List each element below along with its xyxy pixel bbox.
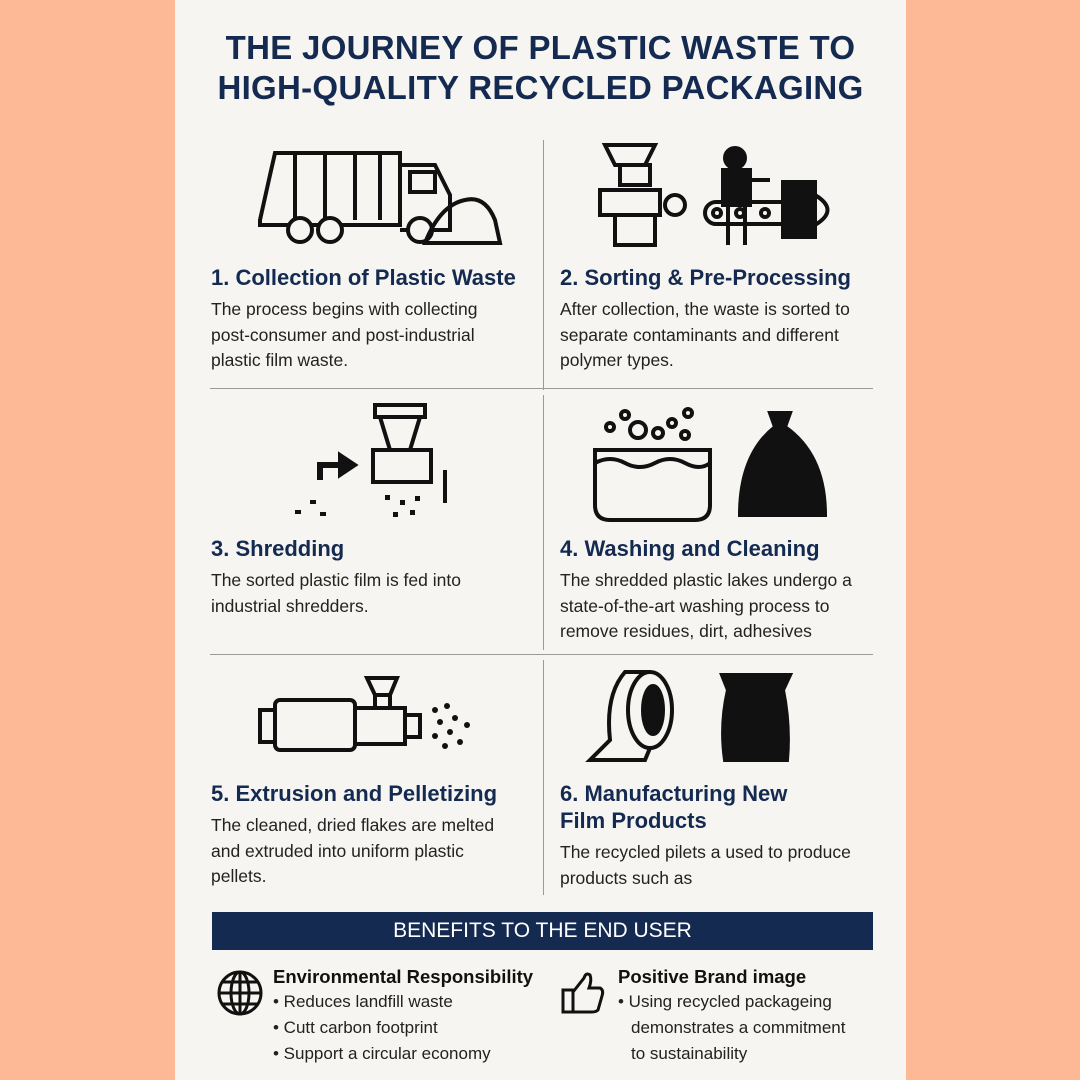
step-heading: 2. Sorting & Pre-Processing: [560, 265, 851, 290]
benefit-heading: Positive Brand image: [618, 966, 807, 987]
benefit-item: • Using recycled packageing: [618, 992, 832, 1011]
step-heading: 6. Manufacturing New Film Products: [560, 781, 788, 833]
step-text: The recycled pilets a used to produce pr…: [560, 842, 851, 888]
benefits-banner: BENEFITS TO THE END USER: [212, 912, 873, 950]
step-heading: 1. Collection of Plastic Waste: [211, 265, 516, 290]
step-heading: 3. Shredding: [211, 536, 345, 561]
title-line-2: HIGH-QUALITY RECYCLED PACKAGING: [217, 69, 864, 106]
benefit-item: demonstrates a commitment: [631, 1018, 846, 1037]
step-text: The process begins with collecting post-…: [211, 299, 478, 370]
benefit-environmental: Environmental Responsibility • Reduces l…: [273, 965, 533, 1067]
title-line-1: THE JOURNEY OF PLASTIC WASTE TO: [225, 29, 856, 66]
benefit-item: • Cutt carbon footprint: [273, 1018, 438, 1037]
washing-tank-icon: [593, 407, 828, 522]
divider: [543, 660, 544, 895]
benefit-heading: Environmental Responsibility: [273, 966, 534, 987]
benefit-brand: Positive Brand image • Using recycled pa…: [618, 965, 845, 1067]
benefit-item: • Support a circular economy: [273, 1044, 491, 1063]
step-heading: 4. Washing and Cleaning: [560, 536, 820, 561]
divider: [210, 654, 873, 655]
step-text: After collection, the waste is sorted to…: [560, 299, 850, 370]
shredder-icon: [295, 403, 447, 517]
page-title: THE JOURNEY OF PLASTIC WASTE TO HIGH-QUA…: [175, 28, 906, 108]
step-text: The cleaned, dried flakes are melted and…: [211, 815, 495, 886]
divider: [210, 388, 873, 389]
extruder-icon: [258, 676, 470, 752]
infographic-panel: THE JOURNEY OF PLASTIC WASTE TO HIGH-QUA…: [175, 0, 906, 1080]
film-roll-icon: [585, 670, 794, 762]
step-heading: 5. Extrusion and Pelletizing: [211, 781, 498, 806]
globe-icon: [217, 970, 263, 1016]
step-text: The sorted plastic film is fed into indu…: [211, 570, 461, 616]
sorting-conveyor-icon: [598, 143, 830, 247]
garbage-truck-icon: [258, 151, 503, 245]
benefit-item: to sustainability: [631, 1044, 748, 1063]
benefit-item: • Reduces landfill waste: [273, 992, 453, 1011]
divider: [543, 140, 544, 390]
step-text: The shredded plastic lakes undergo a sta…: [560, 570, 852, 641]
divider: [543, 395, 544, 650]
thumbs-up-icon: [561, 972, 605, 1014]
